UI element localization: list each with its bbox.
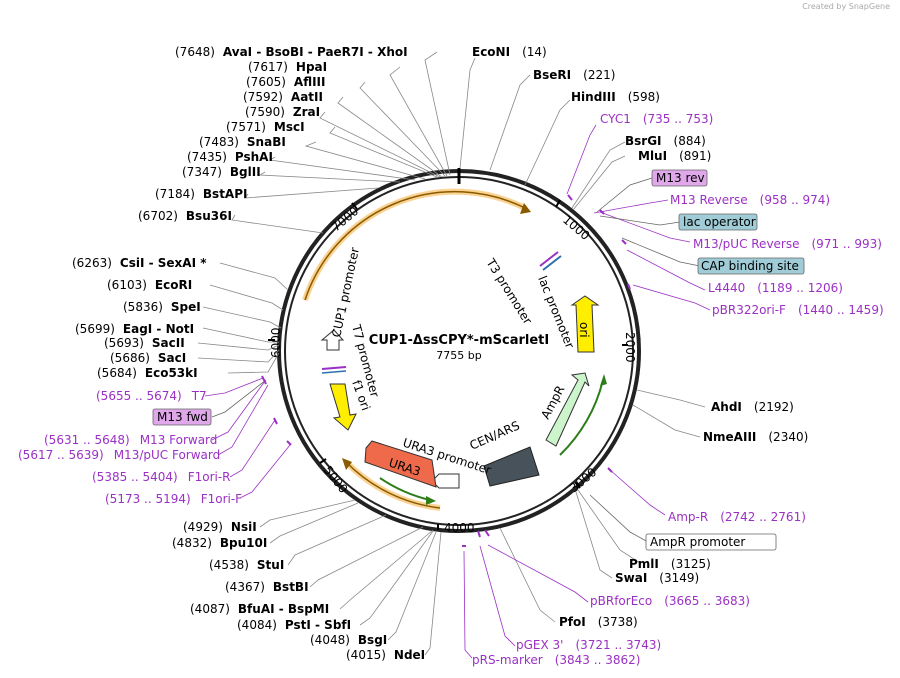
plasmid-name: CUP1-ΔssCPY*-mScarletI [369, 333, 549, 348]
enzyme-right-7: PmlI(3125) [629, 557, 711, 571]
enzyme-left-16: (5686)SacI [110, 351, 186, 365]
enzyme-left-7: (7435)PshAI [187, 150, 273, 164]
enzyme-right-5: AhdI(2192) [711, 400, 794, 414]
enzyme-left-14: (5699)EagI - NotI [75, 322, 194, 336]
f1-ori-feature [329, 383, 357, 431]
primer-right-1: M13 Reverse(958 .. 974) [670, 193, 830, 207]
primer-markers [261, 194, 631, 547]
enzyme-right-4: MluI(891) [638, 149, 711, 163]
primer-left-1: (5631 .. 5648)M13 Forward [44, 433, 217, 447]
tick-6000: 6000 [269, 327, 283, 358]
enzyme-left-13: (5836)SpeI [123, 300, 201, 314]
enzyme-left-8: (7347)BglII [182, 165, 261, 179]
enzyme-left-3: (7592)AatII [243, 90, 323, 104]
orf-arc-top-line [304, 190, 526, 301]
ampr-feature [545, 372, 590, 447]
cap-binding-site-box [697, 257, 805, 275]
primer-right-5: Amp-R(2742 .. 2761) [668, 510, 806, 524]
tick-1000: 1000 [560, 213, 592, 243]
m13-rev-label: M13 rev [656, 171, 705, 185]
primer-right-2: M13/pUC Reverse(971 .. 993) [693, 237, 882, 251]
ori-feature [570, 295, 600, 353]
cup1-promoter-feature [320, 329, 345, 351]
enzyme-right-1: BseRI(221) [533, 68, 615, 82]
ampr-orf-arc [559, 379, 604, 456]
primer-right-4: pBR322ori-F(1440 .. 1459) [712, 303, 884, 317]
orf-arc-top [302, 188, 527, 301]
left-enzyme-labels: (7648)AvaI - BsoBI - PaeR7I - XhoI (7617… [72, 45, 425, 662]
enzyme-right-2: HindIII(598) [571, 90, 660, 104]
tick-2000: 2000 [623, 332, 637, 363]
lac-operator-box [678, 213, 758, 231]
enzyme-left-11: (6263)CsiI - SexAI * [72, 256, 207, 270]
lac-operator-label: lac operator [683, 215, 756, 229]
enzyme-right-0: EcoNI(14) [472, 45, 547, 59]
cen-ars-label: CEN/ARS [468, 418, 522, 452]
snapgene-credit: Created by SnapGene [802, 2, 890, 11]
enzyme-left-22: (4087)BfuAI - BspMI [190, 602, 329, 616]
ori-label: ori [577, 322, 591, 338]
m13-rev-box [651, 169, 708, 187]
plasmid-size: 7755 bp [436, 349, 481, 362]
primer-right-3: L4440(1189 .. 1206) [708, 281, 843, 295]
enzyme-right-9: PfoI(3738) [559, 615, 638, 629]
enzyme-right-8: SwaI(3149) [615, 571, 699, 585]
primer-right-8: pRS-marker(3843 .. 3862) [472, 653, 640, 667]
m13-primer-mark [321, 370, 347, 374]
left-primer-labels: (5655 .. 5674)T7 (5631 .. 5648)M13 Forwa… [18, 389, 242, 506]
primer-left-2: (5617 .. 5639)M13/pUC Forward [18, 448, 220, 462]
leader-lines-primers [204, 124, 711, 659]
scale-ticks [268, 199, 628, 530]
enzyme-left-23: (4084)PstI - SbfI [237, 618, 351, 632]
ampr-promoter-box [645, 533, 777, 551]
ampr-promoter-label: AmpR promoter [650, 535, 745, 549]
tick-4000: 4000 [444, 521, 475, 535]
enzyme-left-25: (4015)NdeI [346, 648, 425, 662]
m13-fwd-box [152, 408, 212, 426]
m13-fwd-label: M13 fwd [157, 410, 208, 424]
right-primer-labels: CYC1(735 .. 753) M13 Reverse(958 .. 974)… [472, 112, 884, 667]
primer-left-0: (5655 .. 5674)T7 [96, 389, 207, 403]
enzyme-left-19: (4832)Bpu10I [172, 536, 267, 550]
boxed-labels: M13 rev lac operator CAP binding site M1… [152, 169, 805, 551]
enzyme-left-1: (7617)HpaI [248, 60, 327, 74]
enzyme-left-4: (7590)ZraI [245, 105, 320, 119]
lac-operator-mark [542, 255, 562, 271]
orf-arc-bottom-line [345, 461, 441, 509]
enzyme-left-15: (5693)SacII [104, 336, 185, 350]
t7-primer-mark [321, 366, 347, 370]
primer-left-3: (5385 .. 5404)F1ori-R [92, 470, 231, 484]
enzyme-left-2: (7605)AflIII [246, 75, 325, 89]
orf-arrowhead-bottom [342, 458, 352, 470]
t3-promoter-label: T3 promoter [483, 255, 535, 326]
enzyme-left-20: (4538)StuI [209, 558, 284, 572]
ura3-feature [364, 440, 437, 488]
ampr-orf-arrowhead [600, 374, 607, 386]
enzyme-left-17: (5684)Eco53kI [97, 366, 198, 380]
enzyme-left-12: (6103)EcoRI [107, 278, 192, 292]
primer-right-0: CYC1(735 .. 753) [600, 112, 713, 126]
leader-lines-boxed [211, 177, 701, 543]
primer-left-4: (5173 .. 5194)F1ori-F [105, 492, 242, 506]
primer-right-7: pGEX 3'(3721 .. 3743) [516, 638, 661, 652]
ura3-orf-arrowhead [426, 496, 436, 505]
enzyme-left-18: (4929)NsiI [183, 520, 257, 534]
enzyme-left-10: (6702)Bsu36I [138, 209, 232, 223]
enzyme-left-0: (7648)AvaI - BsoBI - PaeR7I - XhoI [175, 45, 408, 59]
cap-binding-site-label: CAP binding site [701, 259, 799, 273]
enzyme-left-24: (4048)BsgI [310, 633, 387, 647]
enzyme-right-3: BsrGI(884) [625, 134, 706, 148]
enzyme-left-5: (7571)MscI [226, 120, 305, 134]
primer-right-6: pBRforEco(3665 .. 3683) [590, 594, 750, 608]
cen-ars-feature [483, 446, 540, 487]
enzyme-right-6: NmeAIII(2340) [703, 430, 808, 444]
enzyme-left-9: (7184)BstAPI [155, 187, 247, 201]
enzyme-left-6: (7483)SnaBI [199, 135, 286, 149]
right-enzyme-labels: EcoNI(14) BseRI(221) HindIII(598) BsrGI(… [472, 45, 808, 629]
m13-rev-mark [539, 251, 559, 267]
orf-arrowhead-top [520, 203, 531, 214]
leader-lines-enzymes [197, 51, 706, 656]
enzyme-left-21: (4367)BstBI [225, 580, 309, 594]
